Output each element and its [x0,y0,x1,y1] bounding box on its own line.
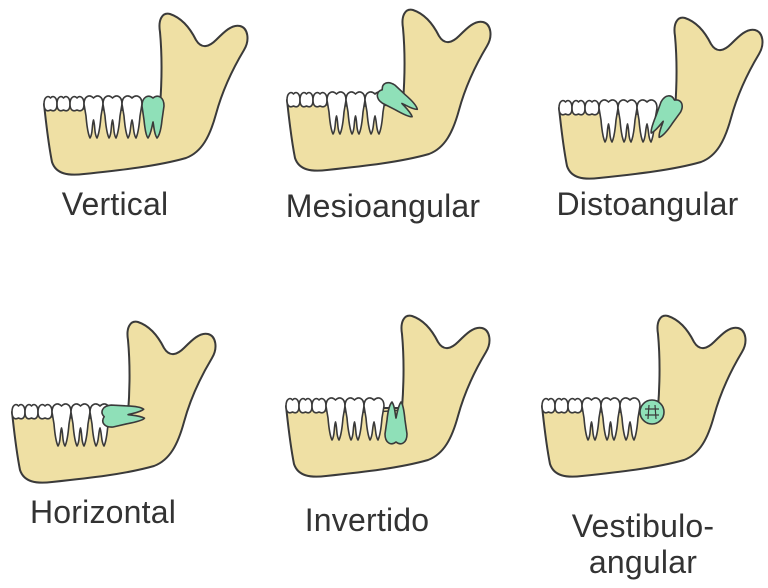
incisor-tooth [25,405,38,419]
panel-invertido [282,312,502,482]
mandible-bone [286,316,489,477]
mandible-horizontal [8,318,228,488]
premolar-tooth [585,101,599,115]
incisor-tooth [44,97,57,111]
mandible-invertido [282,312,502,482]
label-vestibulo-line-2: angular [548,544,738,580]
premolar-tooth [70,97,84,111]
incisor-tooth [572,101,585,115]
panel-horizontal [8,318,228,488]
mandible-mesioangular [283,6,503,176]
jaw-group [287,10,490,171]
incisor-tooth [542,399,555,413]
incisor-tooth [286,399,299,413]
jaw-group [44,14,247,175]
premolar-tooth [38,405,52,419]
mandible-bone [559,18,762,179]
label-distoangular: Distoangular [540,186,755,222]
incisor-tooth [299,399,312,413]
incisor-tooth [12,405,25,419]
label-vertical: Vertical [40,186,190,222]
mandible-distoangular [555,14,768,184]
premolar-tooth [313,93,327,107]
label-invertido: Invertido [292,502,442,538]
label-mesioangular: Mesioangular [268,188,498,224]
jaw-group [542,316,745,477]
jaw-group [286,316,489,477]
panel-vertical [40,10,260,180]
mandible-bone [44,14,247,175]
jaw-group [559,18,762,179]
panel-distoangular [555,14,768,184]
label-vestibulo-angular: Vestibulo- angular [548,508,738,580]
mandible-vertical [40,10,260,180]
premolar-tooth [568,399,582,413]
incisor-tooth [287,93,300,107]
incisor-tooth [300,93,313,107]
impacted-tooth-vestibulo [640,400,664,424]
label-horizontal: Horizontal [18,494,188,530]
mandible-bone [12,322,215,483]
impacted-third-molar [640,400,664,424]
panel-mesioangular [283,6,503,176]
incisor-tooth [555,399,568,413]
label-vestibulo-line-1: Vestibulo- [548,508,738,544]
panel-vestibulo-angular [538,312,758,482]
incisor-tooth [559,101,572,115]
premolar-tooth [312,399,326,413]
incisor-tooth [57,97,70,111]
mandible-vestibulo-angular [538,312,758,482]
jaw-group [12,322,215,483]
mandible-bone [542,316,745,477]
